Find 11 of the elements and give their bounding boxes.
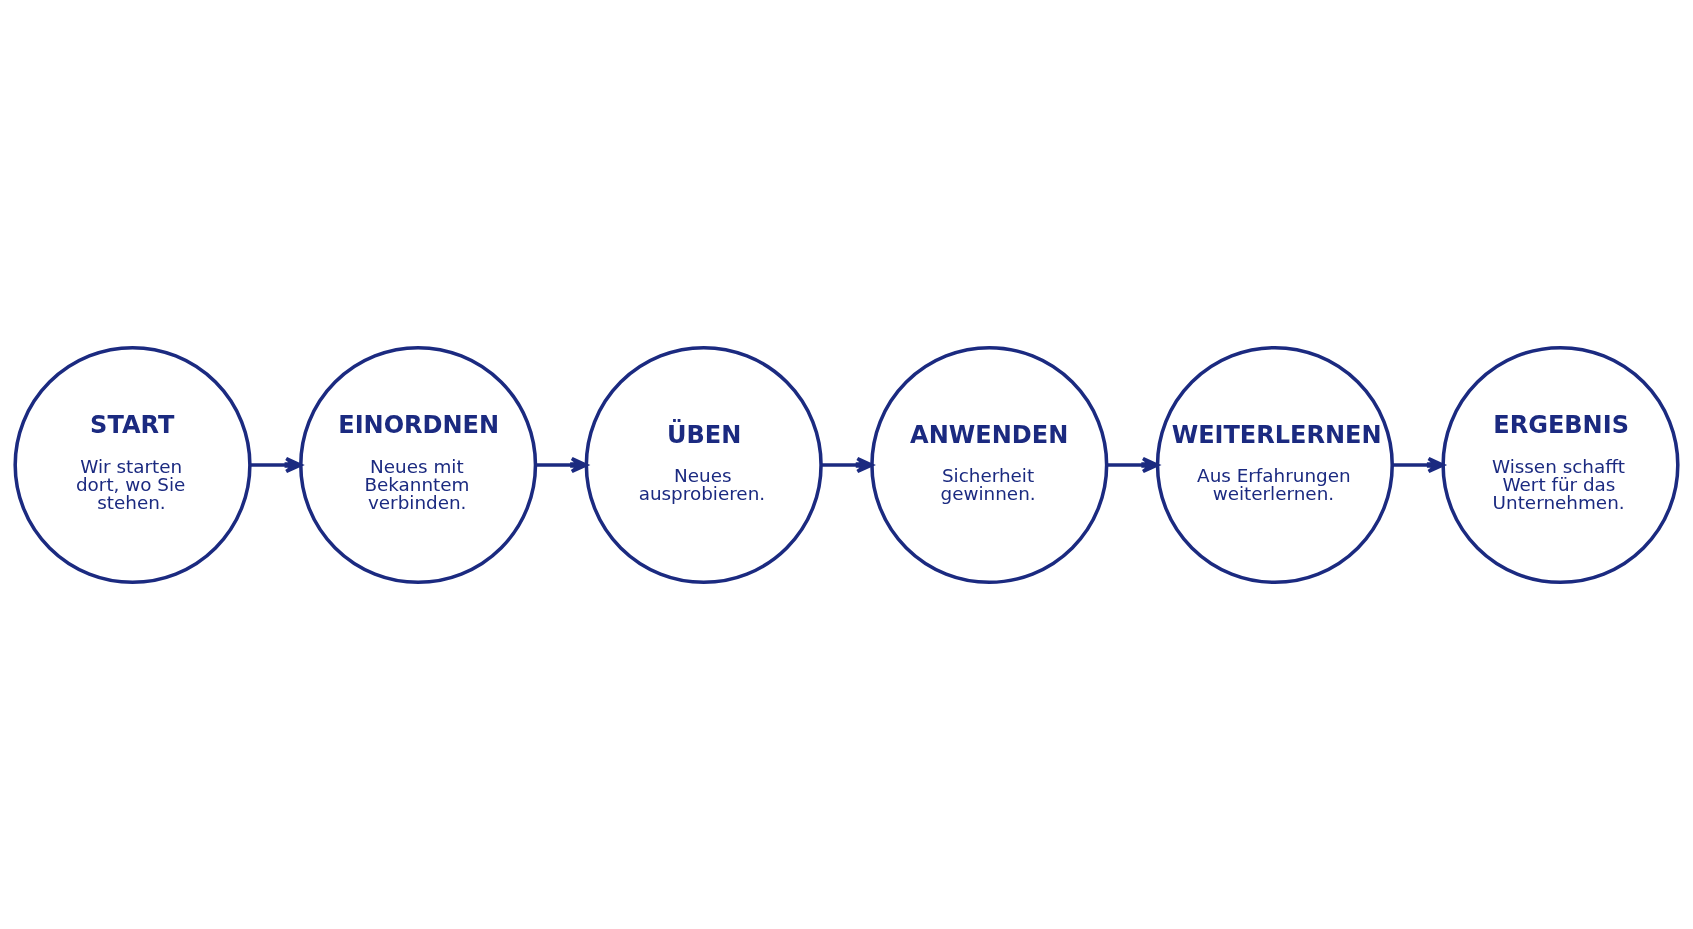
node-circle: ÜBEN Neues ausprobieren.: [584, 345, 823, 584]
node-circle: EINORDNEN Neues mit Bekanntem verbinden.: [299, 345, 538, 584]
arrow: [535, 456, 588, 473]
arrow: [821, 456, 874, 473]
node-circle: WEITERLERNEN Aus Erfahrungen weiterlernen.: [1155, 345, 1394, 584]
node-circle: ANWENDEN Sicherheit gewinnen.: [870, 345, 1109, 584]
arrow: [1106, 456, 1159, 473]
node-circle: ERGEBNIS Wissen schafft Wert für das Unternehmen.: [1441, 345, 1680, 584]
node-circle: START Wir starten dort, wo Sie stehen.: [13, 345, 252, 584]
arrow: [1392, 456, 1445, 473]
arrow: [250, 456, 303, 473]
